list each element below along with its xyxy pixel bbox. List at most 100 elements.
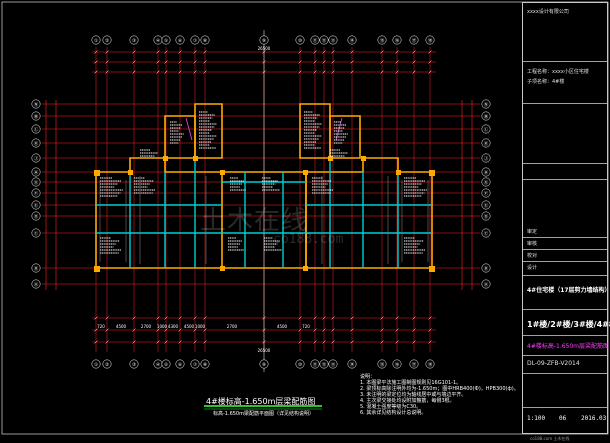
- dim-tick: [164, 50, 168, 54]
- beam-annotation: [134, 177, 156, 194]
- dim-tick: [203, 50, 207, 54]
- dim-tick: [132, 60, 136, 64]
- column: [429, 170, 435, 176]
- axis-bubble: [31, 188, 41, 198]
- dim-tick: [350, 340, 354, 344]
- axis-bubble-label: ②: [105, 362, 109, 368]
- axis-bubble-label: Ⓝ: [484, 101, 489, 108]
- dim-tick: [94, 328, 98, 332]
- dim-tick: [193, 60, 197, 64]
- axis-bubble-label: Ⓓ: [34, 213, 39, 220]
- axis-bubble-label: Ⓔ: [34, 202, 39, 209]
- axis-bubble: [295, 35, 305, 45]
- axis-bubble: [481, 167, 491, 177]
- column: [396, 170, 401, 175]
- axis-bubble-label: ⑰: [412, 361, 417, 368]
- wall-outline: [194, 103, 223, 159]
- beam-annotation: [262, 177, 280, 191]
- axis-bubble: [319, 359, 329, 369]
- overall-dimension: 26500: [258, 348, 271, 353]
- beam-annotation: [334, 121, 348, 144]
- beam-annotation: [312, 177, 334, 194]
- dim-tick: [395, 340, 399, 344]
- axis-bubble: [481, 263, 491, 273]
- dimension-text: 2700: [227, 324, 238, 329]
- dimension-text: 4300: [168, 324, 179, 329]
- axis-bubble-label: ⑭: [350, 37, 355, 44]
- dim-tick: [350, 50, 354, 54]
- axis-bubble: [102, 35, 112, 45]
- axis-bubble-label: Ⓜ: [484, 113, 489, 120]
- dimension-text: 720: [302, 324, 310, 329]
- dim-tick: [105, 340, 109, 344]
- dimension-text: 1000: [195, 324, 206, 329]
- axis-bubble: [481, 153, 491, 163]
- axis-bubble-label: ⑫: [322, 361, 327, 368]
- title-block-project-line: 工程名称：xxxx小区住宅楼: [527, 69, 589, 75]
- axis-bubble-label: ⑱: [428, 361, 433, 368]
- dim-tick: [193, 328, 197, 332]
- axis-bubble: [175, 359, 185, 369]
- dim-tick: [322, 340, 326, 344]
- axis-bubble: [481, 188, 491, 198]
- column: [163, 156, 168, 161]
- axis-bubble-label: ⑦: [193, 38, 197, 44]
- dim-tick: [105, 70, 109, 74]
- dim-tick: [412, 316, 416, 320]
- column: [94, 170, 100, 176]
- dimension-text: 720: [97, 324, 105, 329]
- axis-bubble-label: ⑥: [178, 362, 182, 368]
- dim-tick: [178, 70, 182, 74]
- axis-bubble-label: Ⓖ: [34, 179, 39, 186]
- axis-bubble: [392, 359, 402, 369]
- dim-tick: [178, 50, 182, 54]
- dim-tick: [322, 50, 326, 54]
- overall-dimension: 26500: [258, 46, 271, 51]
- axis-bubble-label: Ⓝ: [34, 101, 39, 108]
- axis-bubble: [481, 279, 491, 289]
- dim-tick: [94, 316, 98, 320]
- title-block: xxxx设计有限公司 工程名称：xxxx小区住宅楼 子项名称：4#楼 审定 审核…: [522, 2, 610, 434]
- title-block-design: 设计: [527, 265, 538, 271]
- dim-tick: [178, 340, 182, 344]
- dim-tick: [94, 60, 98, 64]
- axis-bubble: [175, 35, 185, 45]
- dim-tick: [350, 70, 354, 74]
- dim-tick: [322, 70, 326, 74]
- dim-tick: [105, 50, 109, 54]
- dim-tick: [428, 340, 432, 344]
- beam-annotation: [304, 111, 322, 149]
- column: [220, 266, 225, 271]
- dim-tick: [164, 328, 168, 332]
- dim-tick: [428, 70, 432, 74]
- axis-bubble: [409, 359, 419, 369]
- note-line: 1. 本图梁平法施工图制图规则见16G101-1。: [360, 380, 462, 386]
- axis-bubble-label: ⑪: [313, 37, 318, 44]
- axis-bubble-label: ⑥: [178, 38, 182, 44]
- axis-bubble: [161, 359, 171, 369]
- title-block-review: 审核: [527, 241, 538, 247]
- axis-bubble: [31, 228, 41, 238]
- dim-tick: [395, 70, 399, 74]
- dim-tick: [156, 60, 160, 64]
- dim-tick: [262, 60, 266, 64]
- axis-bubble: [310, 35, 320, 45]
- dim-tick: [313, 60, 317, 64]
- axis-bubble-label: ③: [132, 38, 136, 44]
- axis-bubble: [200, 35, 210, 45]
- dim-tick: [380, 340, 384, 344]
- axis-bubble-label: Ⓛ: [484, 126, 489, 133]
- dim-tick: [331, 60, 335, 64]
- dim-tick: [203, 340, 207, 344]
- axis-bubble-label: Ⓒ: [34, 230, 39, 237]
- axis-bubble-label: ⑩: [298, 38, 302, 44]
- axis-bubble-label: Ⓗ: [34, 169, 39, 176]
- wall-outline: [329, 115, 361, 159]
- dim-tick: [313, 316, 317, 320]
- axis-bubble: [319, 35, 329, 45]
- plan-outline: [94, 103, 435, 272]
- dim-tick: [322, 316, 326, 320]
- axis-bubble-label: Ⓐ: [34, 281, 39, 288]
- watermark-logo: 土木在线: [200, 206, 309, 236]
- beam-annotation: [404, 237, 426, 254]
